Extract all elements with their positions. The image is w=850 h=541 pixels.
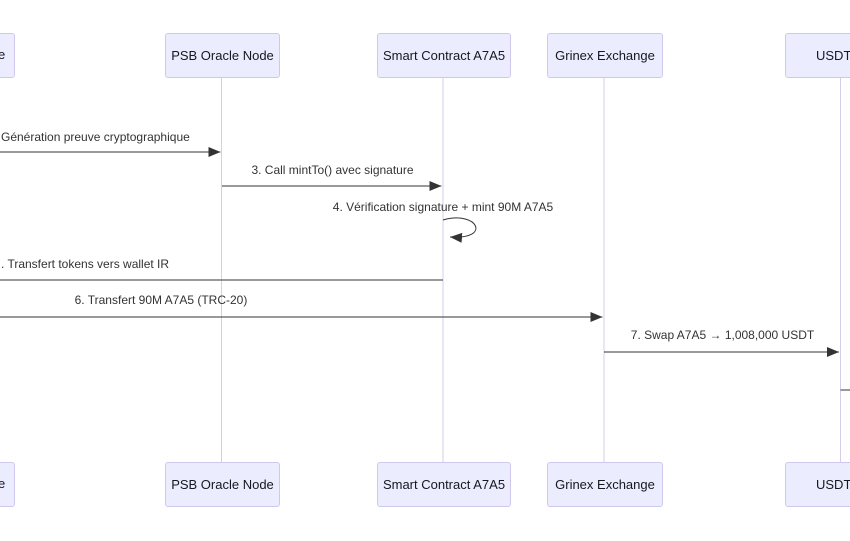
actor-grinex-exchange-bottom: Grinex Exchange (547, 462, 663, 507)
actor-grinex-exchange-top: Grinex Exchange (547, 33, 663, 78)
message-generation-preuve-label: Génération preuve cryptographique (1, 130, 190, 144)
message-transfert-trc20-label: 6. Transfert 90M A7A5 (TRC-20) (74, 293, 248, 307)
actor-usdt-partial-label: USDT P (816, 477, 850, 492)
actor-smart-contract-a7a5-bottom: Smart Contract A7A5 (377, 462, 511, 507)
actor-smart-contract-a7a5-label: Smart Contract A7A5 (382, 477, 506, 492)
actor-grinex-exchange-label: Grinex Exchange (555, 477, 655, 492)
actor-psb-oracle-node-label: PSB Oracle Node (171, 477, 274, 492)
actor-smart-contract-a7a5-top: Smart Contract A7A5 (377, 33, 511, 78)
message-verification-mint-label: 4. Vérification signature + mint 90M A7A… (332, 200, 554, 214)
message-transfert-wallet-ir-label: . Transfert tokens vers wallet IR (1, 257, 170, 271)
actor-psb-oracle-node-top: PSB Oracle Node (165, 33, 280, 78)
actor-psb-oracle-node-bottom: PSB Oracle Node (165, 462, 280, 507)
arrow-self-loop-verification (442, 217, 477, 243)
actor-usdt-partial-top: USDT P (785, 33, 850, 78)
actor-smart-contract-a7a5-label: Smart Contract A7A5 (382, 48, 506, 63)
message-call-mintto-label: 3. Call mintTo() avec signature (251, 163, 414, 177)
actor-left-partial-label: e (0, 476, 5, 491)
actor-left-partial-top: e (0, 33, 15, 78)
message-swap-usdt-label: 7. Swap A7A5 → 1,008,000 USDT (630, 328, 815, 342)
actor-usdt-partial-bottom: USDT P (785, 462, 850, 507)
actor-grinex-exchange-label: Grinex Exchange (555, 48, 655, 63)
actor-usdt-partial-label: USDT P (816, 48, 850, 63)
actor-left-partial-label: e (0, 47, 5, 62)
actor-left-partial-bottom: e (0, 462, 15, 507)
actor-psb-oracle-node-label: PSB Oracle Node (171, 48, 274, 63)
